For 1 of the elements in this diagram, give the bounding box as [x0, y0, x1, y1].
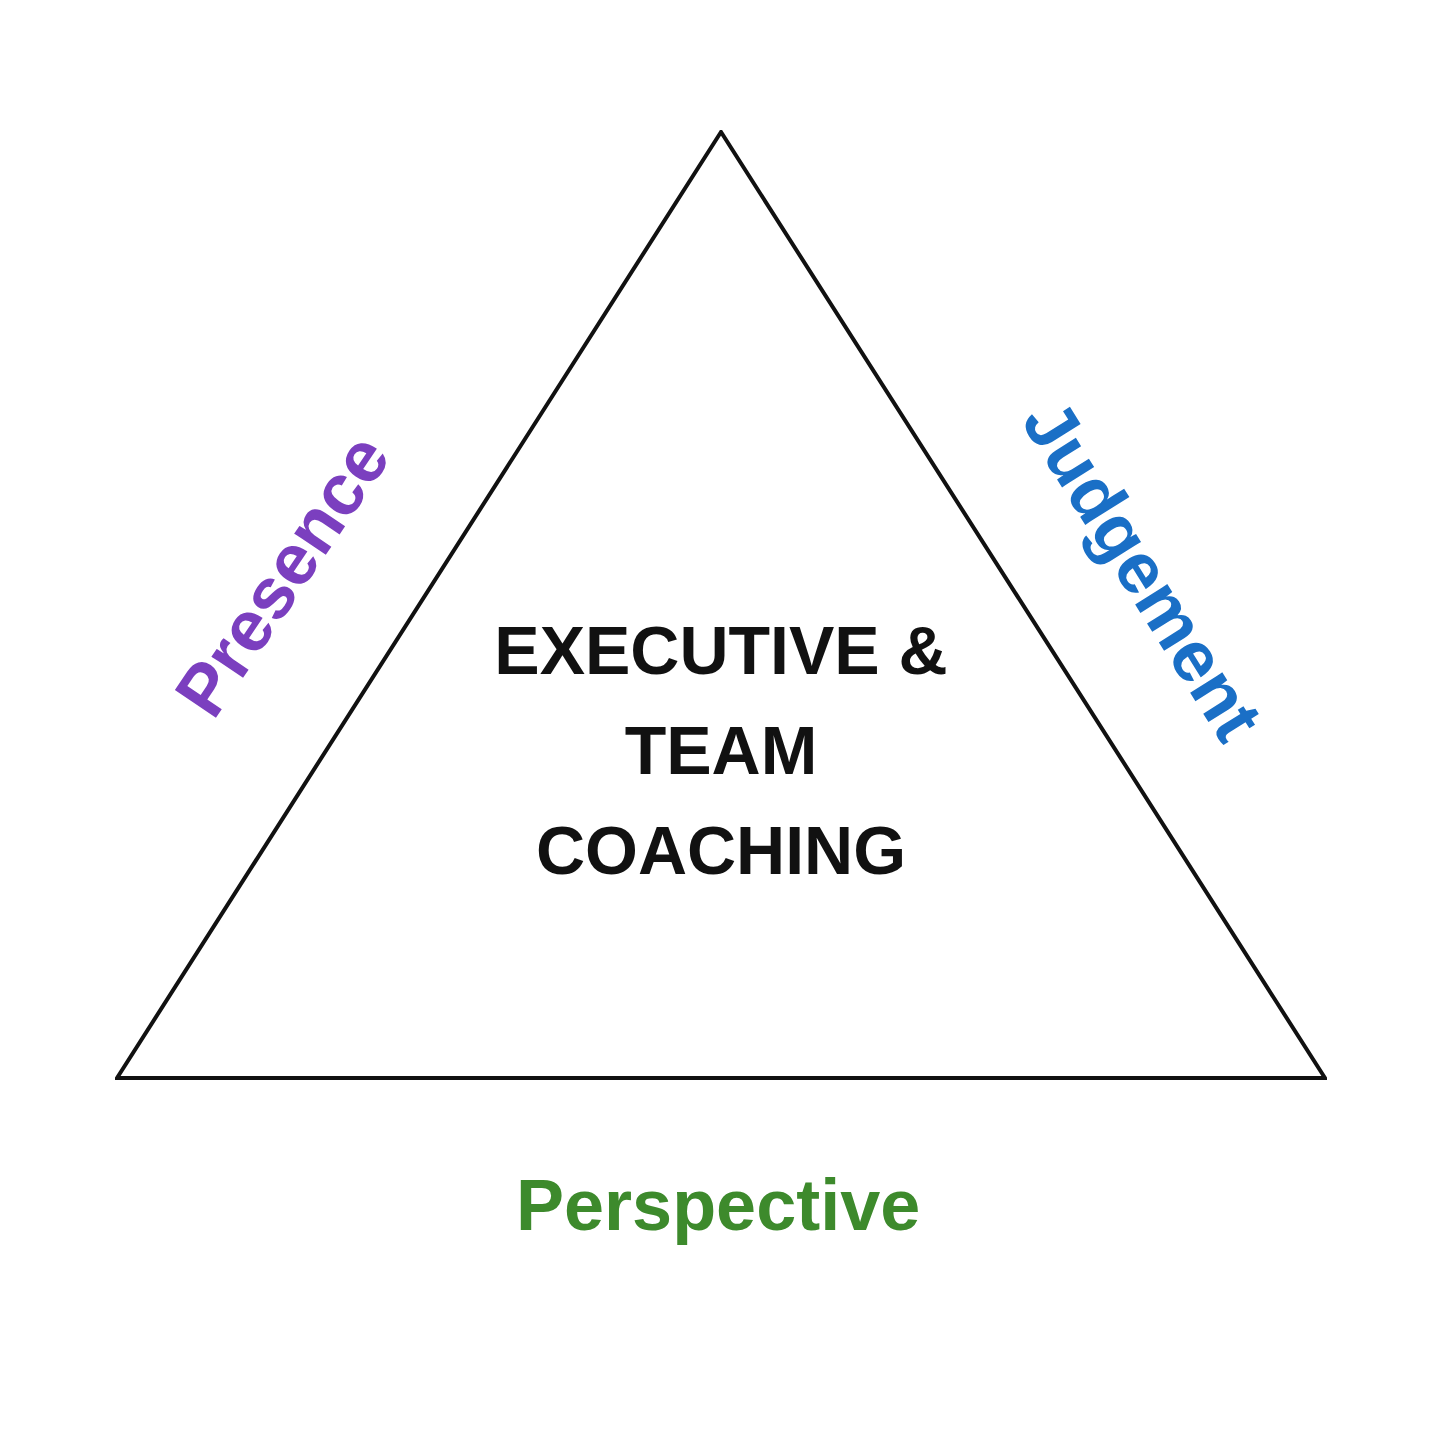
side-label: Perspective — [516, 1164, 921, 1246]
